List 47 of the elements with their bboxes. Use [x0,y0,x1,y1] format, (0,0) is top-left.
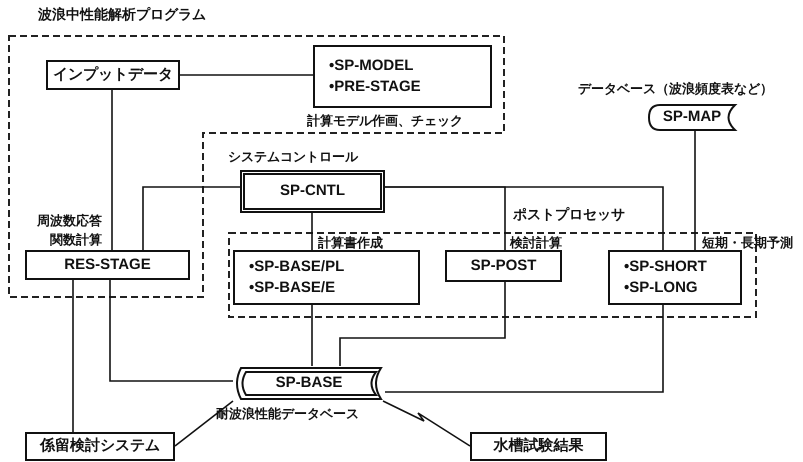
node-caption: データベース（波浪頻度表など） [578,80,773,98]
connector-line [311,213,313,250]
process-box [25,432,175,461]
node-label: 係留検討システム [40,436,160,456]
data-tape-shape [648,104,736,131]
node-label: 水槽試験結果 [494,436,584,456]
connector-line [382,400,470,447]
region-heading: ポストプロセッサ [513,206,625,224]
process-box [608,250,742,305]
connector-line [142,186,240,250]
process-box [445,250,562,282]
node-label: •SP-LONG [624,278,698,298]
connector-line [339,282,506,366]
node-label: •SP-MODEL [329,56,414,76]
connector-line [694,131,696,250]
node-label: RES-STAGE [64,254,151,275]
control-box [240,170,385,213]
connector-line [385,186,664,250]
process-box [46,60,180,90]
process-box [470,432,607,461]
node-label: SP-CNTL [280,181,345,202]
node-caption: 検討計算 [510,234,562,252]
connector-line [109,280,233,382]
process-box [313,45,492,108]
node-caption: 計算モデル作画、チェック [307,112,463,130]
node-label: •SP-SHORT [624,257,707,278]
node-caption: 短期・長期予測 [702,234,793,252]
node-label: SP-BASE [276,373,342,394]
node-caption: システムコントロール [228,148,358,166]
connector-line [72,280,74,432]
node-label: インプットデータ [53,64,173,85]
node-label: •SP-BASE/E [249,278,336,298]
node-label: •PRE-STAGE [329,76,421,96]
node-caption: 周波数応答関数計算 [36,212,102,249]
connector-line [385,305,664,393]
node-label: SP-MAP [662,107,722,128]
node-label: •SP-BASE/PL [249,257,344,278]
node-caption: 計算書作成 [318,234,383,252]
connector-line [311,305,313,366]
connector-line [174,400,234,447]
database-shape [233,366,385,401]
region-heading: 波浪中性能解析プログラム [38,6,206,24]
node-label: SP-POST [470,256,536,276]
process-box [25,250,190,280]
connector-line [180,74,313,76]
connector-line [111,90,113,250]
process-box [233,250,420,305]
